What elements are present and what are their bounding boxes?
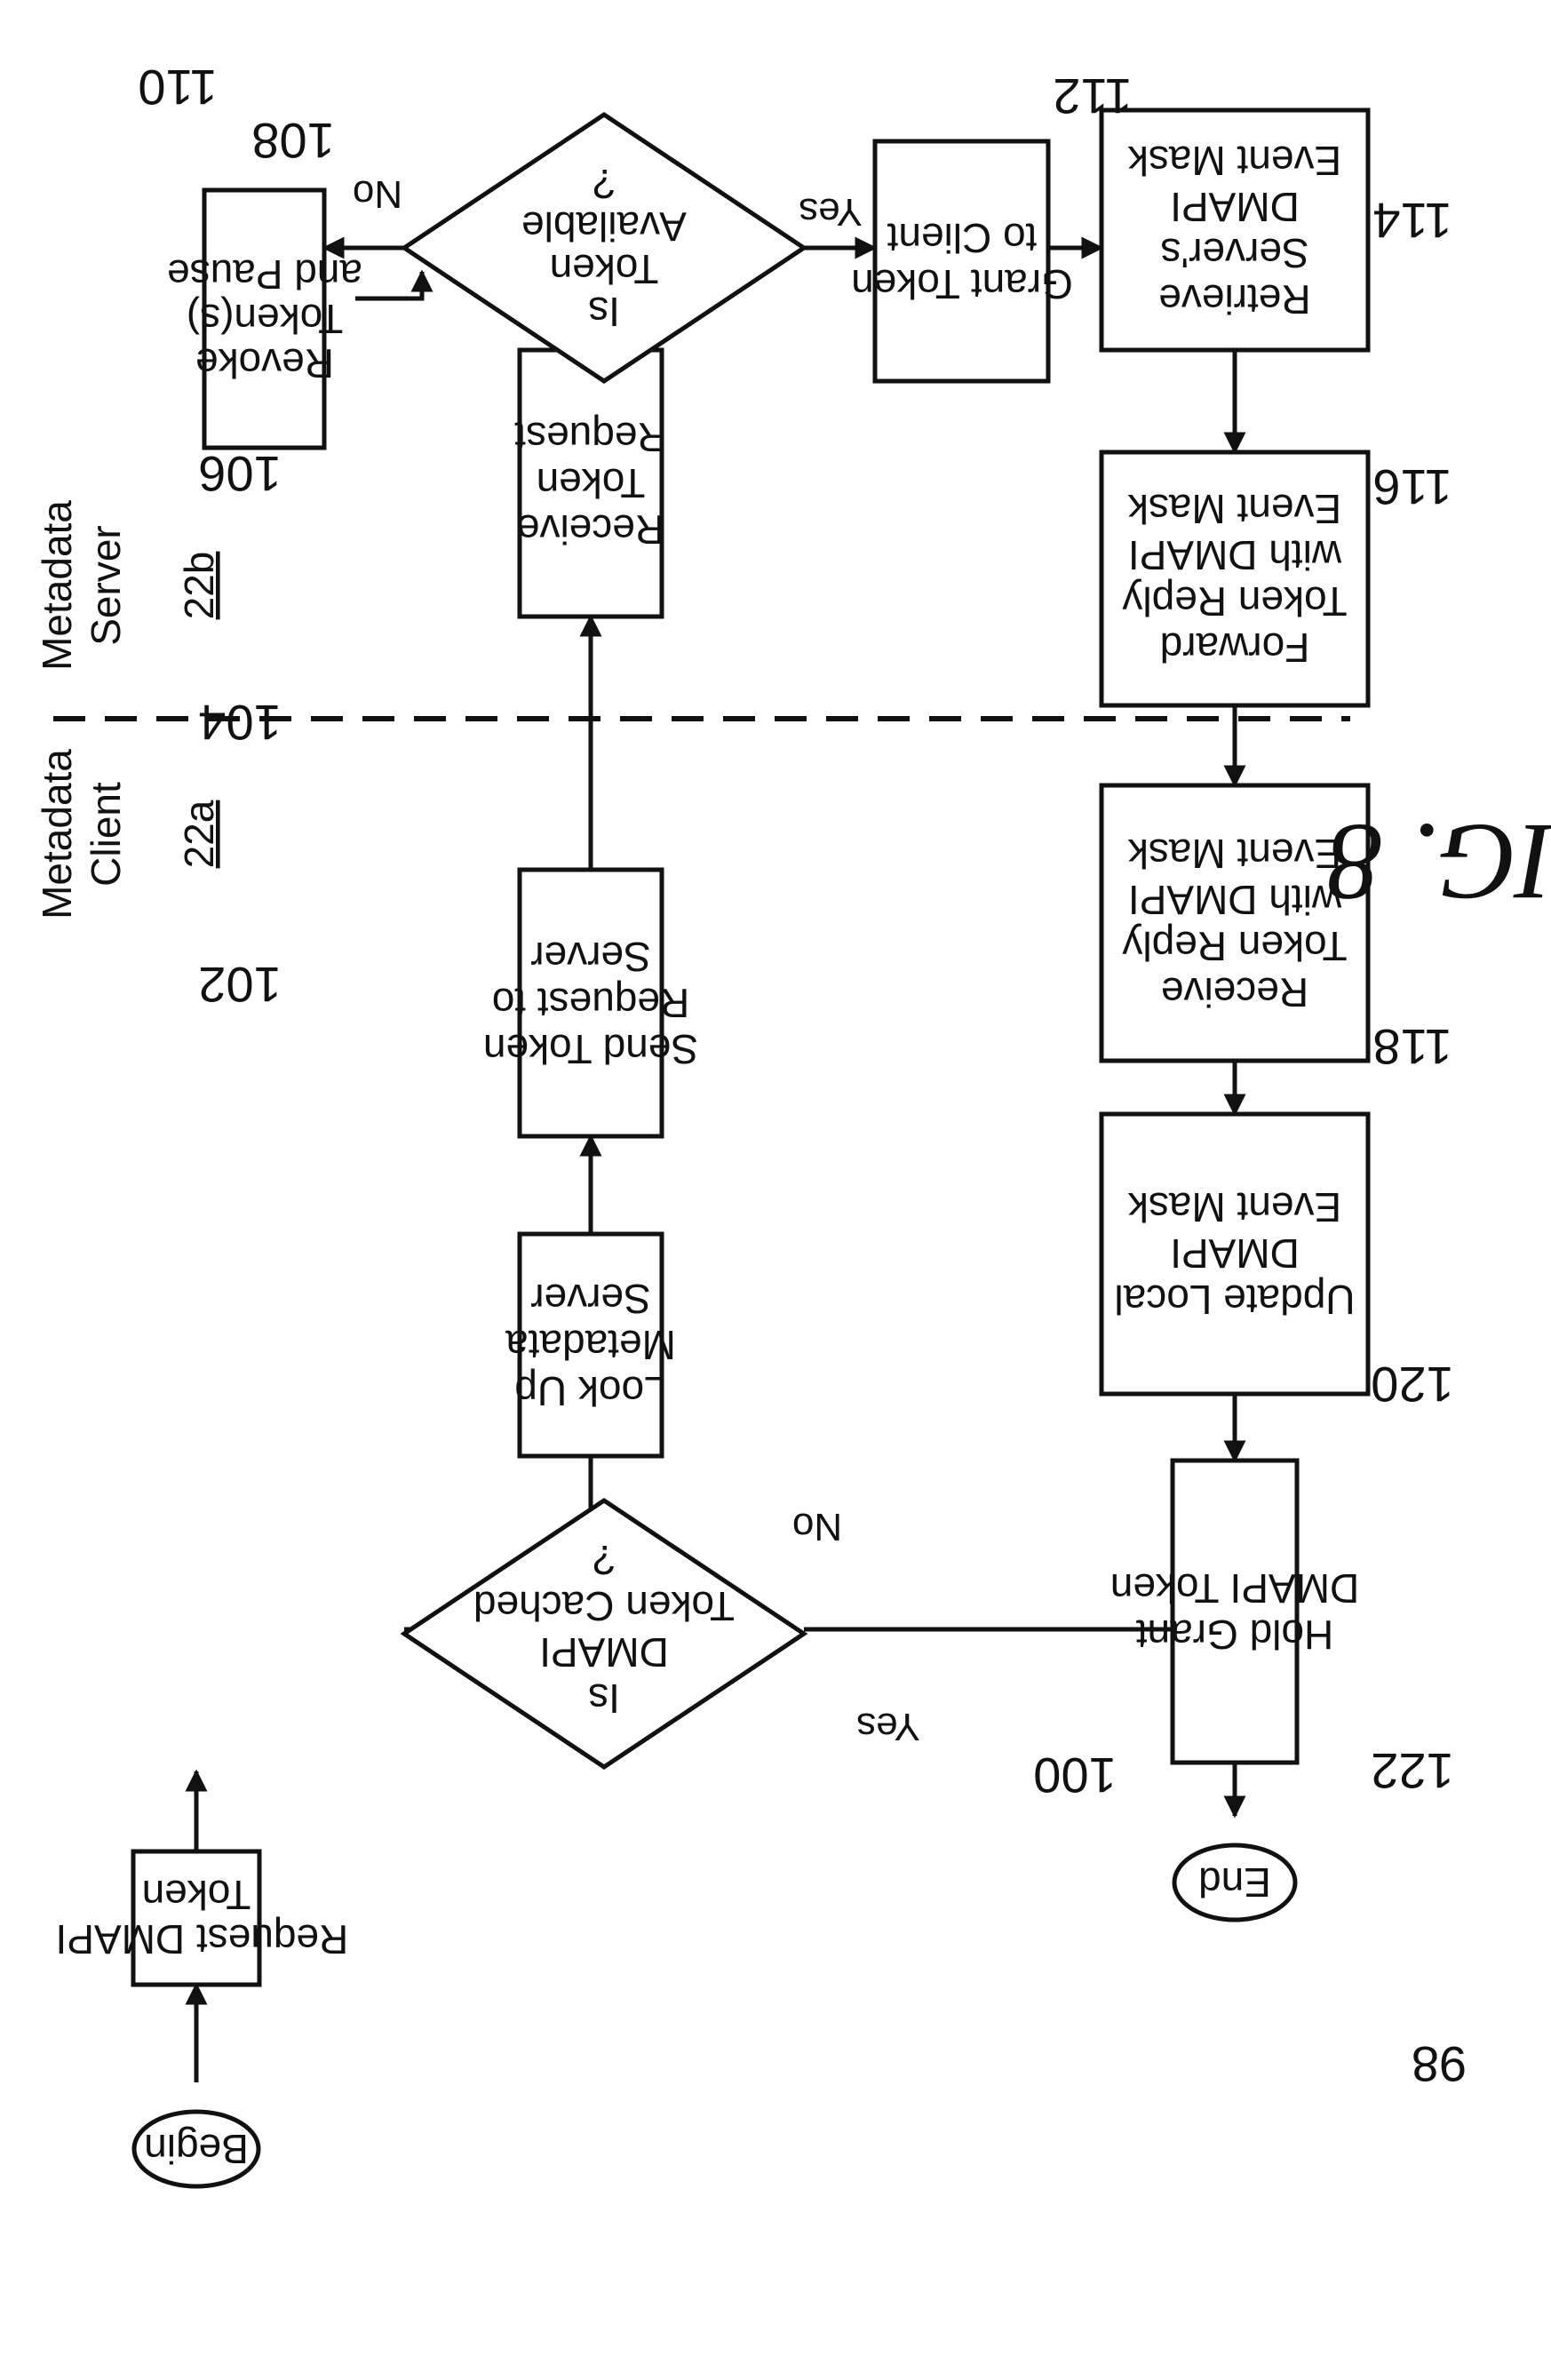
- s110-text: RevokeToken(s)and Pause: [167, 251, 362, 386]
- ref-s106: 106: [198, 446, 281, 502]
- s122-text: Hold GrantDMAPI Token: [1110, 1565, 1359, 1658]
- ref-s108: 108: [251, 113, 334, 169]
- server-label-line1: Metadata: [34, 500, 80, 671]
- ref-s98: 98: [1412, 2036, 1467, 2092]
- s102-text: Look UpMetadataServer: [505, 1276, 676, 1414]
- arrow-110-back-to-108: [355, 272, 422, 298]
- client-region-number: 22a: [176, 800, 222, 868]
- client-region-label: Metadata Client 22a: [34, 749, 222, 919]
- ref-s116: 116: [1372, 459, 1452, 515]
- client-label-line1: Metadata: [34, 749, 80, 919]
- branch-108-yes: Yes: [799, 190, 863, 234]
- server-label-line2: Server: [83, 525, 129, 645]
- step-98-text: Request DMAPI Token: [44, 1872, 349, 1962]
- ref-s118: 118: [1372, 1019, 1452, 1075]
- server-region-label: Metadata Server 22b: [34, 500, 222, 671]
- step-98-request-dmapi-token: Request DMAPI Token: [44, 1851, 349, 1985]
- branch-100-yes: Yes: [856, 1705, 920, 1748]
- ref-s102: 102: [198, 957, 281, 1013]
- end-terminal: End: [1174, 1845, 1295, 1920]
- ref-s104: 104: [198, 695, 281, 751]
- ref-s110: 110: [138, 60, 217, 115]
- begin-terminal: Begin: [134, 2112, 258, 2186]
- s106-text: ReceiveTokenRequest: [514, 414, 667, 553]
- branch-108-no: No: [353, 172, 402, 216]
- end-label: End: [1198, 1859, 1271, 1906]
- figure-label: FIG. 8: [1328, 801, 1551, 923]
- s104-text: Send TokenRequest toServer: [483, 934, 698, 1072]
- ref-s114: 114: [1372, 193, 1452, 249]
- ref-s112: 112: [1053, 68, 1132, 124]
- server-region-number: 22b: [176, 552, 222, 620]
- ref-s100: 100: [1033, 1747, 1116, 1803]
- connectors: [196, 248, 1235, 2082]
- ref-s120: 120: [1371, 1357, 1453, 1413]
- client-label-line2: Client: [83, 782, 129, 887]
- begin-label: Begin: [144, 2126, 249, 2172]
- ref-s122: 122: [1371, 1743, 1453, 1799]
- branch-100-no: No: [792, 1505, 842, 1548]
